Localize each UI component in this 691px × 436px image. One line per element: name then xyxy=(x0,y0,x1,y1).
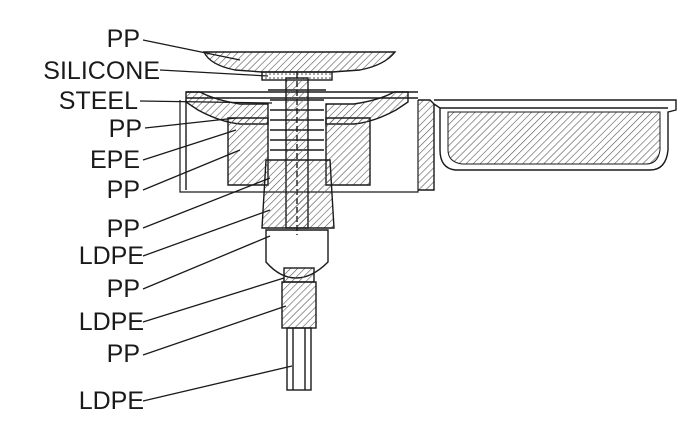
drain-pipe xyxy=(286,327,312,391)
leader-7 xyxy=(142,177,271,229)
material-label-epe: EPE xyxy=(89,146,140,174)
housing-right xyxy=(325,117,371,186)
leader-10 xyxy=(142,277,285,323)
stopper-cap xyxy=(202,51,397,73)
side-tray xyxy=(418,99,435,191)
material-label-ldpe-2: LDPE xyxy=(78,308,144,336)
leader-11 xyxy=(142,305,287,356)
material-label-pp-1: PP xyxy=(106,25,140,53)
material-label-silicone: SILICONE xyxy=(43,57,160,85)
lower-housing xyxy=(261,159,335,229)
material-label-steel: STEEL xyxy=(58,87,138,115)
material-label-pp-5: PP xyxy=(106,275,140,303)
leader-2 xyxy=(159,69,269,77)
leader-1 xyxy=(142,39,241,61)
leader-4 xyxy=(144,117,237,129)
tray-body xyxy=(433,99,677,171)
leader-6 xyxy=(142,149,241,191)
material-label-ldpe-3: LDPE xyxy=(78,387,144,415)
material-label-ldpe-1: LDPE xyxy=(78,242,144,270)
coupling-nut xyxy=(283,267,315,283)
drain-pipe-outer xyxy=(281,281,317,329)
material-label-pp-6: PP xyxy=(106,340,140,368)
material-label-pp-4: PP xyxy=(106,215,140,243)
leader-12 xyxy=(142,365,293,402)
material-label-pp-2: PP xyxy=(108,115,142,143)
leader-lines xyxy=(139,39,293,402)
material-label-pp-3: PP xyxy=(106,176,140,204)
leader-3 xyxy=(139,100,273,104)
leader-8 xyxy=(142,209,271,257)
housing-left xyxy=(227,117,269,186)
leader-5 xyxy=(142,129,237,161)
leader-9 xyxy=(142,235,271,290)
